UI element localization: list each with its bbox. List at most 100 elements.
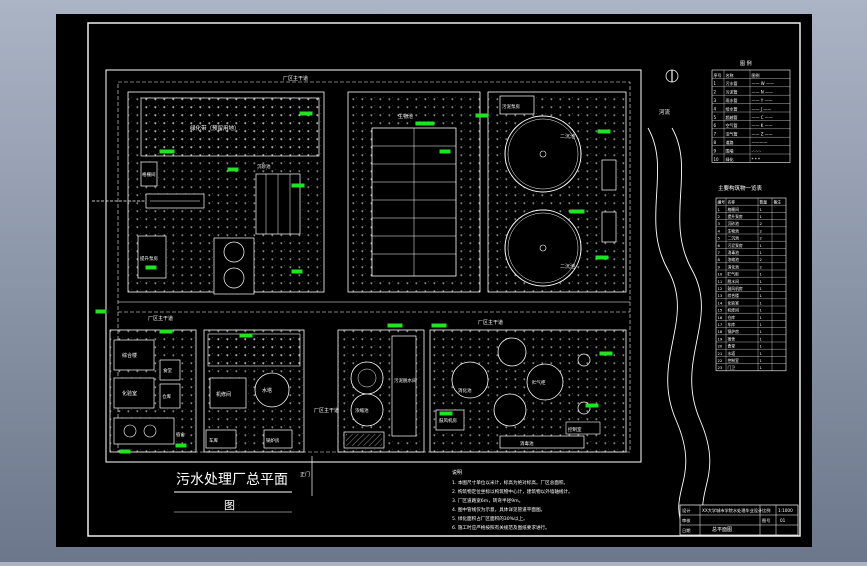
thickener-1[interactable] <box>350 361 384 395</box>
structures-cell: 9 <box>718 264 721 269</box>
structures-cell: 1 <box>760 286 763 291</box>
legend-cell: 4 <box>714 106 717 111</box>
sec-clarifier-2-label: 二沉池 <box>560 263 575 270</box>
gas-holder-label: 贮气柜 <box>532 379 546 386</box>
structures-cell: 1 <box>760 344 763 349</box>
digester-1[interactable] <box>451 361 489 399</box>
structures-cell: 2 <box>760 221 763 226</box>
structures-cell: 11 <box>718 279 723 284</box>
thickener-2[interactable] <box>350 393 384 427</box>
structures-cell: 水塔 <box>728 351 736 356</box>
legend-cell: —— W —— <box>752 81 775 86</box>
gas-holder[interactable] <box>526 363 564 401</box>
structures-header-cell: 备注 <box>774 200 782 205</box>
structures-cell: 2 <box>760 257 763 262</box>
sec-clarifier-2-center <box>539 244 547 252</box>
distribution-well-1[interactable] <box>601 159 617 191</box>
river-bank-right <box>671 127 711 531</box>
tb-sheet: 01 <box>780 518 786 523</box>
sludge-dewater-house[interactable] <box>391 335 417 437</box>
distribution-well-2[interactable] <box>601 211 617 243</box>
structures-cell: 生物池 <box>728 228 740 233</box>
pump-house[interactable] <box>137 235 167 279</box>
structures-cell: 17 <box>718 322 723 327</box>
structures-cell: 1 <box>760 272 763 277</box>
structures-cell: 7 <box>718 250 721 255</box>
legend-cell: —— C —— <box>752 115 773 120</box>
structures-cell: 1 <box>760 243 763 248</box>
structures-header-cell: 编号 <box>718 200 726 205</box>
structures-title: 主要构筑物一览表 <box>718 184 763 192</box>
water-tower-label: 水塔 <box>262 387 272 394</box>
legend-cell: 7 <box>714 132 717 137</box>
digester-3[interactable] <box>493 393 527 427</box>
structures-cell: 2 <box>760 264 763 269</box>
structures-cell: 22 <box>718 358 723 363</box>
notes-block: 1. 本图尺寸单位以米计，标高为绝对标高。厂区总面积。2. 构筑物定位坐标以构筑… <box>452 479 573 531</box>
blower-label: 鼓风机房 <box>439 417 457 424</box>
note-line: 6. 施工时应严格按照有关规范及图纸要求进行。 <box>452 524 550 531</box>
disinfection-label: 消毒池 <box>520 440 534 447</box>
dorm-fountain-1 <box>123 424 137 438</box>
tb-scale-label: 比例 <box>762 507 770 514</box>
tb-school: XX大学城市学院水处理毕业设计 <box>702 507 762 514</box>
structures-cell: 格栅间 <box>728 207 740 212</box>
dorm-fountain-2 <box>143 424 157 438</box>
tb-date: 日期 <box>682 528 690 534</box>
legend-cell: -·-·-·- <box>752 148 762 153</box>
digester-2[interactable] <box>497 337 527 367</box>
sludge-pump-house[interactable] <box>499 95 535 115</box>
structures-cell: 提升泵房 <box>728 214 743 219</box>
structures-header-cell: 名称 <box>728 200 736 205</box>
boiler-room[interactable] <box>263 429 293 449</box>
disinfection-tank[interactable] <box>499 435 585 449</box>
structures-cell: 车库 <box>728 322 736 327</box>
legend-cell: —— Y —— <box>752 98 773 103</box>
structures-cell: 12 <box>718 286 723 291</box>
water-tower[interactable] <box>254 372 290 408</box>
dining-hall[interactable] <box>159 359 181 381</box>
sludge-pump-label: 污泥泵房 <box>502 103 520 110</box>
plant-boundary-wall <box>105 69 642 463</box>
structures-cell: 1 <box>760 336 763 341</box>
structures-cell: 机修间 <box>728 308 740 313</box>
office-building[interactable] <box>113 339 155 371</box>
garage[interactable] <box>205 429 237 449</box>
bio-pool-label: 生物池 <box>398 113 413 120</box>
structures-cell: 二沉池 <box>728 236 740 241</box>
warehouse-building[interactable] <box>159 383 181 409</box>
sec-clarifier-2[interactable] <box>504 209 582 287</box>
structures-cell: 浓缩池 <box>728 257 740 262</box>
structures-cell: 1 <box>760 293 763 298</box>
warehouse-label: 仓库 <box>162 393 171 400</box>
sec-clarifier-1-label: 二沉池 <box>560 133 575 140</box>
legend-header-cell: 名称 <box>726 72 734 78</box>
aeration-grit[interactable] <box>213 237 255 295</box>
sec-clarifier-1[interactable] <box>504 115 582 193</box>
green-belt-label: 绿化带（预留用地） <box>190 124 240 132</box>
structures-cell: 6 <box>718 243 721 248</box>
road-top-label: 厂区主干道 <box>283 75 308 82</box>
structures-cell: 1 <box>718 207 721 212</box>
utility-green <box>207 333 301 367</box>
structures-cell: 2 <box>718 214 721 219</box>
lab-building[interactable] <box>113 377 155 409</box>
screen-house[interactable] <box>140 161 158 187</box>
thickener-1-inner <box>357 368 377 388</box>
legend-cell: —— J —— <box>752 106 772 111</box>
structures-cell: 综合楼 <box>728 293 740 298</box>
structures-cell: 食堂 <box>728 344 736 349</box>
structures-cell: 13 <box>718 293 723 298</box>
repair-shop[interactable] <box>209 377 247 409</box>
garage-label: 车库 <box>209 437 218 444</box>
structures-cell: 1 <box>760 308 763 313</box>
structures-cell: 宿舍 <box>728 336 736 341</box>
structures-header-cell: 数量 <box>760 200 768 205</box>
legend-cell: 2 <box>714 90 717 95</box>
green-belt <box>140 97 320 157</box>
control-room[interactable] <box>565 421 601 435</box>
boiler-label: 锅炉房 <box>266 437 280 444</box>
structures-cell: 锅炉房 <box>728 329 740 334</box>
